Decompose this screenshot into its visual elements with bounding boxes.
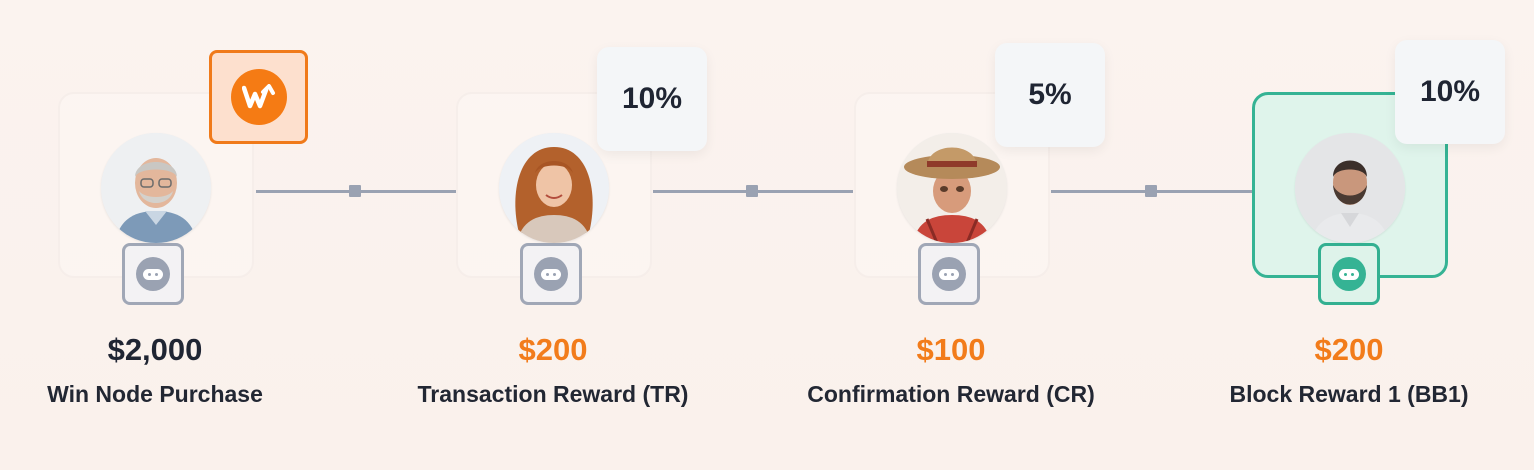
connector-1 [256, 185, 456, 197]
chat-bubble-icon [136, 257, 170, 291]
connector-3 [1051, 185, 1254, 197]
step-amount: $100 [916, 332, 986, 367]
step-badge [520, 243, 582, 305]
chat-bubble-icon [1332, 257, 1366, 291]
step-caption: Confirmation Reward (CR) [807, 381, 1095, 407]
chat-bubble-icon [534, 257, 568, 291]
step-amount: $200 [1314, 332, 1384, 367]
step-caption: Transaction Reward (TR) [417, 381, 689, 407]
curly-haired-woman-avatar [499, 133, 609, 243]
step-amount: $2,000 [107, 332, 203, 367]
step-badge-active [1318, 243, 1380, 305]
connector-knot [746, 185, 758, 197]
step-badge [918, 243, 980, 305]
percent-tile: 5% [995, 43, 1105, 147]
connector-2 [653, 185, 853, 197]
percent-tile: 10% [597, 47, 707, 151]
step-caption: Win Node Purchase [47, 381, 263, 407]
bearded-man-avatar [1295, 133, 1405, 243]
step-caption: Block Reward 1 (BB1) [1229, 381, 1469, 407]
connector-knot [349, 185, 361, 197]
step-amount: $200 [518, 332, 588, 367]
w-brand-logo-icon [230, 69, 287, 125]
straw-hat-woman-avatar [897, 133, 1007, 243]
chat-bubble-icon [932, 257, 966, 291]
step-badge [122, 243, 184, 305]
connector-knot [1145, 185, 1157, 197]
elderly-man-avatar [101, 133, 211, 243]
brand-logo-tile [209, 50, 308, 144]
percent-tile: 10% [1395, 40, 1505, 144]
